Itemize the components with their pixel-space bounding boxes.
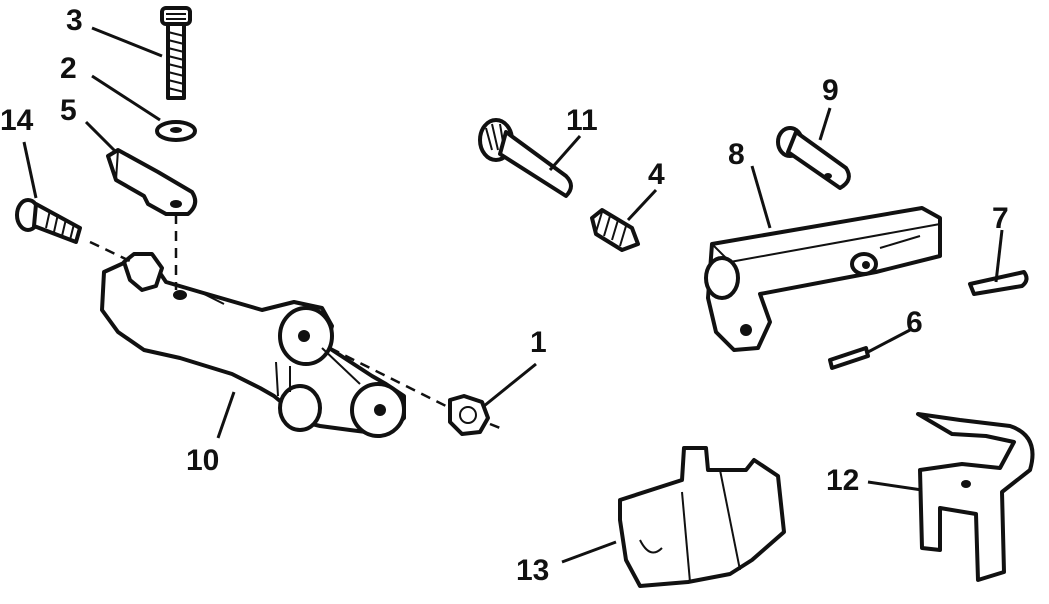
part-2-washer xyxy=(155,120,197,142)
callout-10: 10 xyxy=(186,444,219,477)
callout-4: 4 xyxy=(648,158,665,191)
leader-2 xyxy=(91,74,161,122)
leader-6 xyxy=(867,328,911,354)
part-4-spring xyxy=(590,208,640,252)
assembly-line-1b xyxy=(489,422,501,430)
part-11-knurled-pin xyxy=(478,118,573,198)
part-3-screw xyxy=(160,6,192,100)
part-10-lever-arm xyxy=(100,252,406,438)
part-5-bracket xyxy=(106,148,198,216)
callout-3: 3 xyxy=(66,4,83,37)
leader-13 xyxy=(561,540,617,564)
part-1-nut xyxy=(448,394,490,436)
leader-9 xyxy=(818,107,832,141)
part-9-clevis-pin xyxy=(776,126,851,190)
callout-6: 6 xyxy=(906,306,923,339)
leader-1 xyxy=(483,362,537,408)
assembly-line-14 xyxy=(89,240,133,264)
callout-14: 14 xyxy=(0,104,34,137)
leader-4 xyxy=(626,188,658,222)
callout-2: 2 xyxy=(60,52,77,85)
assembly-line-1 xyxy=(329,346,447,408)
callout-7: 7 xyxy=(992,202,1009,235)
leader-7 xyxy=(994,229,1004,283)
callout-11: 11 xyxy=(566,104,598,137)
part-7-cotter-pin xyxy=(968,270,1029,296)
part-6-pin xyxy=(828,346,870,370)
leader-11 xyxy=(548,135,582,171)
part-13-holder-block xyxy=(618,446,786,588)
leader-3 xyxy=(91,26,163,58)
callout-8: 8 xyxy=(728,138,745,171)
leader-10 xyxy=(216,391,236,439)
leader-5 xyxy=(84,120,118,154)
callout-5: 5 xyxy=(60,94,77,127)
leader-8 xyxy=(750,165,772,229)
callout-9: 9 xyxy=(822,74,839,107)
part-14-bolt xyxy=(15,198,82,244)
leader-12 xyxy=(867,480,923,492)
leader-14 xyxy=(22,141,38,199)
part-12-spring-clip xyxy=(916,412,1035,582)
callout-12: 12 xyxy=(826,464,859,497)
part-8-arm-housing xyxy=(704,206,942,352)
callout-1: 1 xyxy=(530,326,547,359)
callout-13: 13 xyxy=(516,554,549,587)
